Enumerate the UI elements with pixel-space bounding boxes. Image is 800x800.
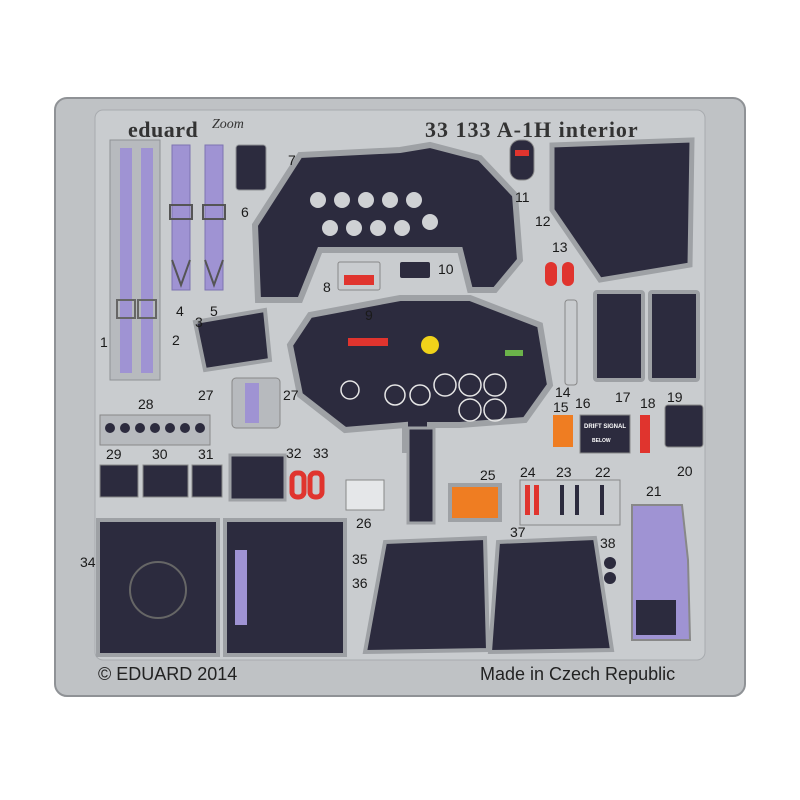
part-number: 7 [288, 152, 296, 168]
seat-belt-1 [109, 139, 161, 381]
part-29 [99, 464, 139, 498]
part-number: 36 [352, 575, 368, 591]
part-number: 31 [198, 446, 214, 462]
copyright: © EDUARD 2014 [98, 664, 238, 684]
part-number: 2 [172, 332, 180, 348]
part-16-drift-signal [579, 414, 631, 454]
part-number: 35 [352, 551, 368, 567]
part-number: 33 [313, 445, 329, 461]
part-number: 34 [80, 554, 96, 570]
part-number: 14 [555, 384, 571, 400]
part-number: 28 [138, 396, 154, 412]
part-number: 4 [176, 303, 184, 319]
brand-sub: Zoom [212, 117, 244, 132]
part-32-panel [228, 453, 287, 502]
part-number: 18 [640, 395, 656, 411]
part-number: 9 [365, 307, 373, 323]
part-6-panel [235, 144, 267, 191]
part-7-instrument-panel [251, 141, 524, 303]
part-number: 24 [520, 464, 536, 480]
part-number: 11 [515, 189, 530, 205]
part-8-red [344, 275, 374, 285]
part-9-red-strip [348, 338, 388, 346]
part-number: 1 [100, 334, 108, 350]
part-number: 6 [241, 204, 249, 220]
part-9-dials [340, 373, 507, 422]
part-10 [400, 262, 430, 278]
seat-belt-4-5 [169, 144, 226, 291]
part-38 [604, 557, 616, 584]
part-number: 27 [198, 387, 214, 403]
below-text: BELOW [592, 438, 611, 444]
part-30 [142, 464, 189, 498]
part-number: 38 [600, 535, 616, 551]
part-19-20 [664, 404, 704, 448]
origin: Made in Czech Republic [480, 664, 676, 684]
fret-title: 33 133 A-1H interior [425, 117, 639, 142]
part-14 [564, 299, 578, 386]
part-number: 27 [283, 387, 299, 403]
part-number: 23 [556, 464, 572, 480]
part-37-panel [487, 535, 615, 655]
part-25 [448, 483, 502, 522]
part-11 [509, 139, 535, 181]
part-number: 17 [615, 389, 631, 405]
brand-logo: eduard [128, 117, 199, 142]
part-number: 3 [195, 314, 203, 330]
part-2-3 [192, 307, 273, 373]
part-15 [553, 415, 573, 447]
part-21-lower [636, 600, 676, 635]
part-12-panel [549, 137, 695, 283]
part-26 [345, 479, 385, 511]
part-7-gauges [310, 192, 438, 236]
part-17-left [593, 290, 645, 382]
part-number: 13 [552, 239, 568, 255]
part-36-panel [362, 535, 491, 655]
part-number: 12 [535, 213, 551, 229]
part-32-33-red [289, 470, 325, 500]
part-number: 29 [106, 446, 122, 462]
part-number: 32 [286, 445, 302, 461]
part-number: 8 [323, 279, 331, 295]
part-9-dashboard [286, 295, 554, 453]
part-28-knobs [99, 414, 211, 446]
part-number: 19 [667, 389, 683, 405]
part-13-red-knobs [545, 262, 574, 286]
part-number: 5 [210, 303, 218, 319]
part-31 [191, 464, 223, 498]
part-number: 30 [152, 446, 168, 462]
part-number: 16 [575, 395, 591, 411]
part-number: 20 [677, 463, 693, 479]
part-number: 15 [553, 399, 569, 415]
part-number: 26 [356, 515, 372, 531]
part-9-green [505, 350, 523, 356]
part-18 [640, 415, 650, 453]
part-22-23-24 [519, 479, 621, 526]
part-34-panel [96, 518, 220, 657]
part-number: 21 [646, 483, 662, 499]
part-number: 37 [510, 524, 526, 540]
drift-signal-text: DRIFT SIGNAL [584, 424, 626, 430]
part-9-yellow-gauge [421, 336, 439, 354]
part-number: 22 [595, 464, 611, 480]
part-number: 25 [480, 467, 496, 483]
part-17-right [648, 290, 700, 382]
part-number: 10 [438, 261, 454, 277]
part-9-column [406, 426, 436, 525]
